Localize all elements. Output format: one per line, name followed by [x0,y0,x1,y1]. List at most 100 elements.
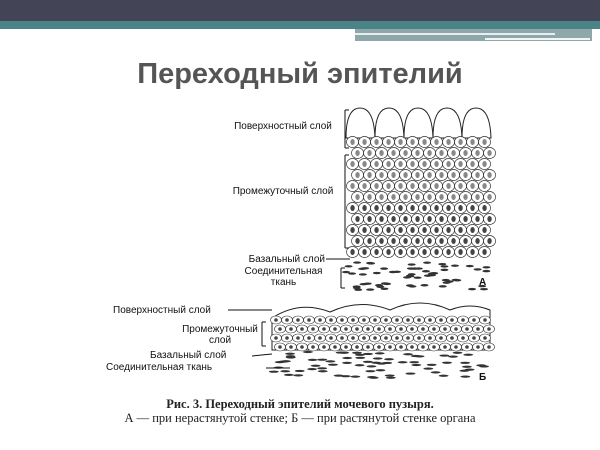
cell-nucleus [395,318,399,322]
cell-nucleus [379,194,384,200]
connective-fiber [365,370,376,373]
connective-fiber [426,363,437,366]
connective-fiber [410,267,419,270]
label-a-intermediate: Промежуточный слой [232,186,334,197]
cell-nucleus [398,205,403,211]
cell-nucleus [362,227,367,233]
cell-nucleus [296,336,300,340]
cell-nucleus [374,205,379,211]
cell-nucleus [427,216,432,222]
cell-nucleus [386,205,391,211]
connective-fiber [372,271,381,275]
connective-fiber [440,268,449,272]
cell-nucleus [428,318,432,322]
cell-nucleus [362,249,367,255]
decor-line [485,38,590,40]
cell-nucleus [403,150,408,156]
connective-fiber [447,355,458,358]
connective-fiber [285,356,296,359]
connective-fiber [368,376,379,379]
cell-nucleus [487,327,491,331]
label-b-basal: Базальный слой [150,350,227,361]
cell-nucleus [434,183,439,189]
cell-nucleus [386,183,391,189]
cell-nucleus [443,327,447,331]
cell-nucleus [296,318,300,322]
connective-fiber [482,269,491,273]
cell-nucleus [439,194,444,200]
cell-nucleus [463,216,468,222]
cell-nucleus [367,172,372,178]
cell-nucleus [415,238,420,244]
cell-nucleus [421,327,425,331]
cell-nucleus [487,194,492,200]
connective-fiber [376,362,387,365]
connective-fiber [414,355,425,358]
connective-fiber [359,283,368,286]
cell-nucleus [439,238,444,244]
cell-nucleus [427,150,432,156]
cell-nucleus [289,327,293,331]
cell-nucleus [487,238,492,244]
connective-fiber [468,287,477,291]
cell-nucleus [351,318,355,322]
connective-fiber [411,363,422,367]
connective-fiber [268,370,279,373]
connective-fiber [375,284,384,287]
cell-nucleus [476,345,480,349]
connective-fiber [465,264,474,268]
cell-nucleus [377,345,381,349]
cell-nucleus [285,318,289,322]
slide-accent-bar [0,21,600,29]
cell-nucleus [403,172,408,178]
cell-nucleus [454,345,458,349]
connective-fiber [274,361,285,364]
cell-nucleus [439,216,444,222]
cell-nucleus [475,194,480,200]
connective-fiber [460,361,471,364]
cell-nucleus [367,150,372,156]
cell-nucleus [451,194,456,200]
cell-nucleus [374,249,379,255]
cell-nucleus [350,227,355,233]
cell-nucleus [362,318,366,322]
cell-nucleus [476,327,480,331]
cell-nucleus [461,318,465,322]
cell-nucleus [311,345,315,349]
connective-fiber [307,367,318,371]
cell-nucleus [374,161,379,167]
label-a-basal: Базальный слой [248,254,325,265]
cell-nucleus [458,183,463,189]
cell-nucleus [458,139,463,145]
cell-nucleus [472,318,476,322]
cell-nucleus [289,345,293,349]
cell-nucleus [388,327,392,331]
connective-fiber [354,364,365,367]
connective-fiber [440,265,449,268]
cell-nucleus [384,336,388,340]
connective-fiber [285,352,296,355]
cell-nucleus [362,161,367,167]
cell-nucleus [374,183,379,189]
connective-fiber [362,352,373,356]
cell-nucleus [454,327,458,331]
cell-nucleus [432,327,436,331]
cell-nucleus [446,249,451,255]
cell-nucleus [406,336,410,340]
cell-nucleus [374,227,379,233]
cell-nucleus [391,216,396,222]
cell-nucleus [362,139,367,145]
cell-nucleus [451,216,456,222]
cell-nucleus [415,194,420,200]
cell-nucleus [428,336,432,340]
connective-fiber [397,361,408,364]
cell-nucleus [446,205,451,211]
cell-nucleus [322,327,326,331]
cell-nucleus [446,183,451,189]
label-b-intermediate: Промежуточный слой [182,324,258,346]
cell-nucleus [432,345,436,349]
cell-nucleus [475,216,480,222]
cell-nucleus [421,345,425,349]
panel-b-marker: Б [479,372,487,383]
cell-nucleus [403,238,408,244]
